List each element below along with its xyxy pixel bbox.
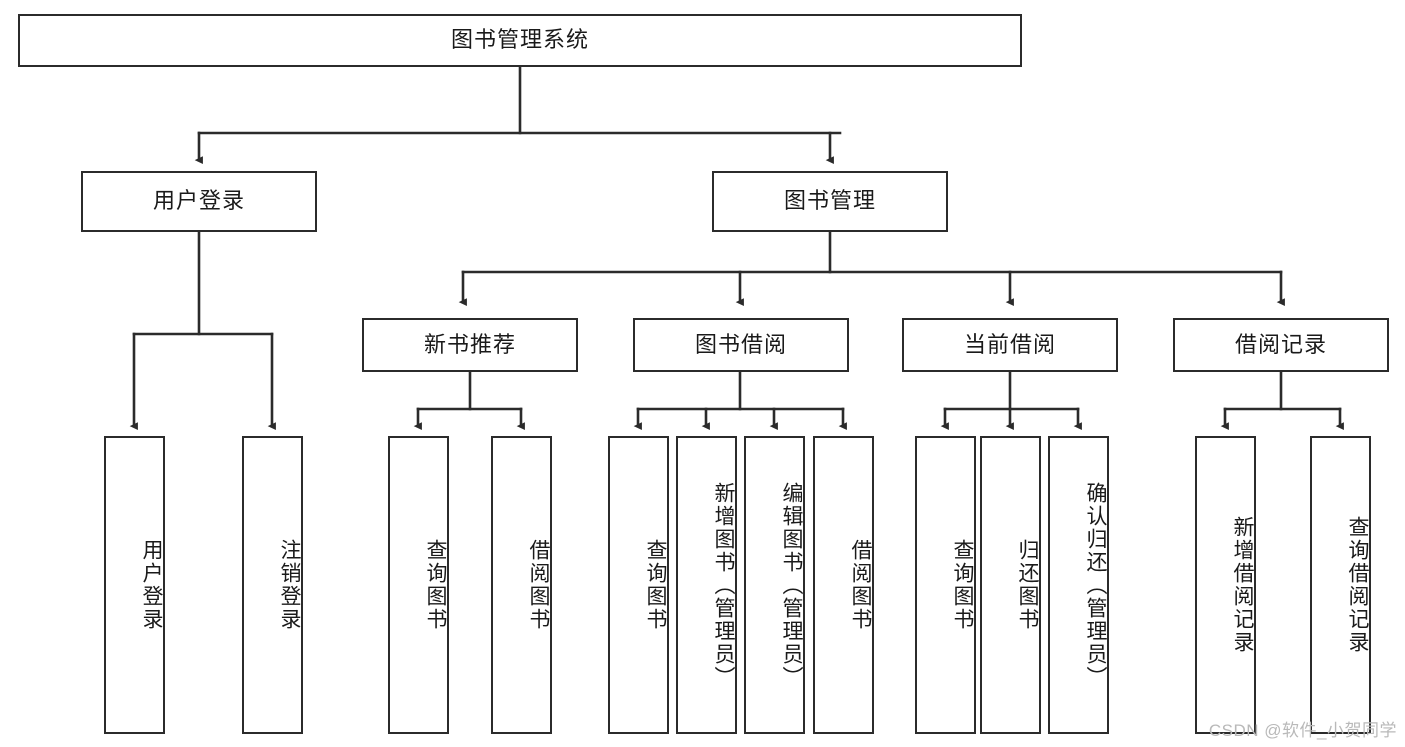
- node-new-book-recommend[interactable]: 新书推荐: [362, 318, 578, 372]
- node-user-login[interactable]: 用户登录: [81, 171, 317, 232]
- node-leaf-user-logout-label: 注销登录: [278, 539, 301, 631]
- node-root-label: 图书管理系统: [450, 27, 589, 53]
- node-leaf-confirm-return[interactable]: 确认归还（管理员）: [1048, 436, 1109, 734]
- node-leaf-confirm-return-label: 确认归还（管理员）: [1084, 481, 1107, 689]
- node-leaf-borrow-book-1[interactable]: 借阅图书: [491, 436, 552, 734]
- node-book-management-label: 图书管理: [783, 188, 876, 214]
- node-book-borrow-label: 图书借阅: [694, 331, 787, 357]
- node-leaf-add-book-label: 新增图书（管理员）: [712, 481, 735, 689]
- node-current-borrow-label: 当前借阅: [963, 331, 1056, 357]
- node-leaf-return-book-label: 归还图书: [1016, 539, 1039, 631]
- node-leaf-query-book-1-label: 查询图书: [424, 539, 447, 631]
- node-leaf-borrow-book-2[interactable]: 借阅图书: [813, 436, 874, 734]
- node-leaf-edit-book[interactable]: 编辑图书（管理员）: [744, 436, 805, 734]
- node-user-login-label: 用户登录: [152, 188, 245, 214]
- node-leaf-borrow-book-2-label: 借阅图书: [849, 539, 872, 631]
- node-leaf-add-book[interactable]: 新增图书（管理员）: [676, 436, 737, 734]
- node-leaf-query-book-1[interactable]: 查询图书: [388, 436, 449, 734]
- node-leaf-query-book-2-label: 查询图书: [644, 539, 667, 631]
- node-leaf-user-login-label: 用户登录: [140, 539, 163, 631]
- node-book-borrow[interactable]: 图书借阅: [633, 318, 849, 372]
- node-leaf-add-record-label: 新增借阅记录: [1231, 516, 1254, 654]
- node-borrow-record[interactable]: 借阅记录: [1173, 318, 1389, 372]
- node-leaf-add-record[interactable]: 新增借阅记录: [1195, 436, 1256, 734]
- watermark: CSDN @软件_小贺同学: [1208, 721, 1397, 740]
- node-leaf-query-record-label: 查询借阅记录: [1346, 516, 1369, 654]
- node-root[interactable]: 图书管理系统: [18, 14, 1022, 67]
- node-leaf-user-logout[interactable]: 注销登录: [242, 436, 303, 734]
- node-current-borrow[interactable]: 当前借阅: [902, 318, 1118, 372]
- node-leaf-query-record[interactable]: 查询借阅记录: [1310, 436, 1371, 734]
- node-leaf-edit-book-label: 编辑图书（管理员）: [780, 481, 803, 689]
- node-leaf-borrow-book-1-label: 借阅图书: [527, 539, 550, 631]
- node-new-book-recommend-label: 新书推荐: [423, 331, 516, 357]
- node-leaf-query-book-3-label: 查询图书: [951, 539, 974, 631]
- node-borrow-record-label: 借阅记录: [1234, 331, 1327, 357]
- node-leaf-query-book-3[interactable]: 查询图书: [915, 436, 976, 734]
- node-leaf-user-login[interactable]: 用户登录: [104, 436, 165, 734]
- node-leaf-return-book[interactable]: 归还图书: [980, 436, 1041, 734]
- node-leaf-query-book-2[interactable]: 查询图书: [608, 436, 669, 734]
- node-book-management[interactable]: 图书管理: [712, 171, 948, 232]
